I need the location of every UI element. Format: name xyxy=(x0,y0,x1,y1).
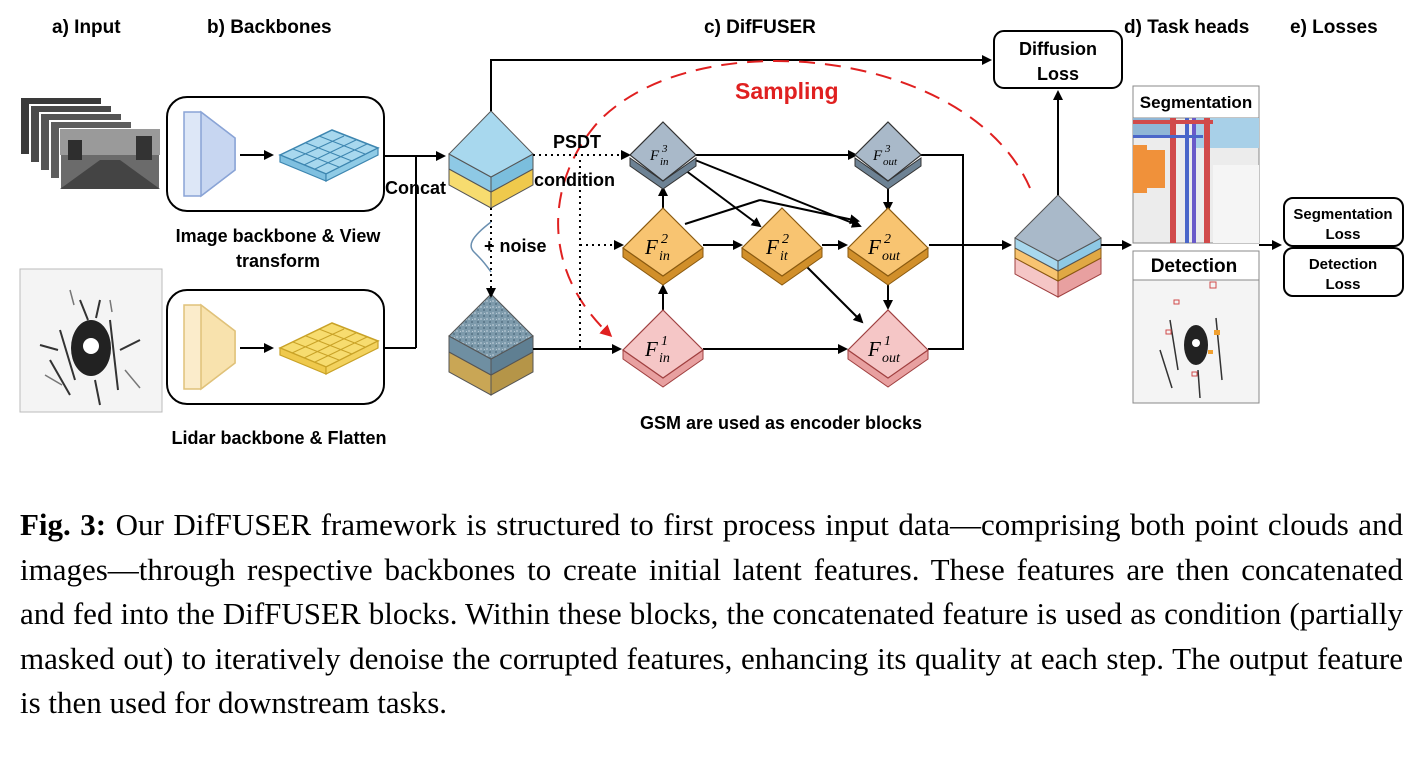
caption-text: Our DifFUSER framework is structured to … xyxy=(20,507,1404,720)
segmentation-loss-label-1: Segmentation xyxy=(1293,206,1392,223)
lidar-encoder-trapezoid xyxy=(183,303,236,391)
segmentation-head-title-box xyxy=(1132,85,1260,119)
noise-label: + noise xyxy=(484,236,547,256)
node-f-out-1: F out 1 xyxy=(847,309,929,388)
f-out-3-sup: 3 xyxy=(884,143,891,155)
f-out-3-sub: out xyxy=(883,156,898,168)
detection-loss-label-1: Detection xyxy=(1309,256,1377,273)
diffusion-loss-path xyxy=(490,55,992,111)
image-encoder-trapezoid xyxy=(183,110,236,198)
f-out-2-sub: out xyxy=(882,249,901,264)
diffusion-loss-box xyxy=(993,30,1123,89)
detection-loss-label-2: Loss xyxy=(1325,276,1360,293)
node-f-in-1: F in 1 xyxy=(622,309,704,388)
psdt-label: PSDT xyxy=(553,132,601,152)
f-out-1-sup: 1 xyxy=(884,334,891,349)
f-out-1-base: F xyxy=(867,337,881,361)
f-in-1-sup: 1 xyxy=(661,334,668,349)
gsm-edges xyxy=(658,150,893,354)
f-in-1-base: F xyxy=(644,337,658,361)
section-diffuser-title: c) DifFUSER xyxy=(704,17,816,38)
image-bev-grid xyxy=(278,129,380,182)
node-f-in-3: F in 3 xyxy=(629,121,697,190)
gsm-note: GSM are used as encoder blocks xyxy=(640,413,922,433)
detection-loss-box xyxy=(1283,247,1404,297)
f-in-3-sup: 3 xyxy=(661,143,668,155)
f-out-2-sup: 2 xyxy=(884,232,891,247)
node-f-it-2: F it 2 xyxy=(741,207,823,286)
figure-caption: Fig. 3: Our DifFUSER framework is struct… xyxy=(20,503,1403,726)
image-backbone-box xyxy=(166,96,385,212)
f-in-3-base: F xyxy=(649,148,660,164)
detection-head-title-box xyxy=(1132,250,1260,281)
lidar-bev-grid xyxy=(278,322,380,375)
node-f-out-3: F out 3 xyxy=(854,121,922,190)
f-in-2-sup: 2 xyxy=(661,232,668,247)
diffusion-loss-label-1: Diffusion xyxy=(1019,39,1097,59)
section-task-heads-title: d) Task heads xyxy=(1124,17,1249,38)
f-out-2-base: F xyxy=(867,235,881,259)
detection-head-label: Detection xyxy=(1151,256,1238,277)
image-backbone-label-2: transform xyxy=(236,251,320,271)
f-out-1-sub: out xyxy=(882,351,901,366)
section-backbones-title: b) Backbones xyxy=(207,17,332,38)
noisy-feature-cube xyxy=(448,293,534,396)
diffusion-loss-label-2: Loss xyxy=(1037,64,1079,84)
gaussian-noise-curve xyxy=(470,221,492,273)
segmentation-map xyxy=(1132,117,1260,244)
segmentation-loss-label-2: Loss xyxy=(1325,226,1360,243)
image-backbone-label-1: Image backbone & View xyxy=(176,226,382,246)
sampling-label: Sampling xyxy=(735,78,839,104)
section-losses-title: e) Losses xyxy=(1290,17,1378,38)
node-f-in-2: F in 2 xyxy=(622,207,704,286)
lidar-point-cloud xyxy=(19,268,163,413)
f-out-3-base: F xyxy=(872,148,883,164)
detection-map xyxy=(1132,279,1260,404)
output-collect-lines xyxy=(920,154,1012,350)
sampling-arc xyxy=(557,60,1031,338)
f-it-2-sub: it xyxy=(780,249,789,264)
segmentation-loss-box xyxy=(1283,197,1404,247)
node-f-out-2: F out 2 xyxy=(847,207,929,286)
f-it-2-base: F xyxy=(765,235,779,259)
condition-label: condition xyxy=(534,170,615,190)
output-feature-cube xyxy=(1014,194,1102,298)
f-it-2-sup: 2 xyxy=(782,232,789,247)
f-in-2-base: F xyxy=(644,235,658,259)
camera-images-stack xyxy=(19,96,161,190)
f-in-2-sub: in xyxy=(659,249,670,264)
section-input-title: a) Input xyxy=(52,17,121,38)
concat-feature-cube xyxy=(448,110,534,209)
framework-diagram: a) Input b) Backbones c) DifFUSER d) Tas… xyxy=(19,17,1404,448)
concat-label: Concat xyxy=(385,178,446,198)
caption-label: Fig. 3: xyxy=(20,507,107,542)
f-in-3-sub: in xyxy=(660,156,669,168)
lidar-backbone-label: Lidar backbone & Flatten xyxy=(171,428,386,448)
f-in-1-sub: in xyxy=(659,351,670,366)
segmentation-head-label: Segmentation xyxy=(1140,93,1252,112)
